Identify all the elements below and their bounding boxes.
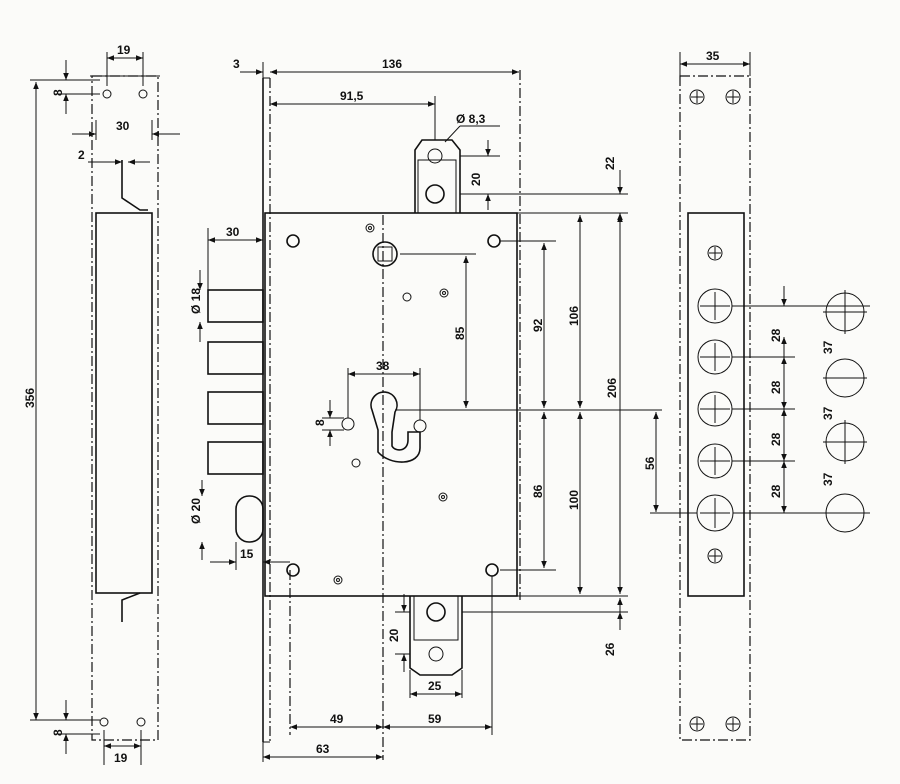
dim-latch-offset: 15: [240, 547, 254, 561]
dim-bolt-spacing-2: 28: [769, 380, 783, 394]
dim-left-width-bottom: 19: [114, 751, 128, 765]
dim-backset: 63: [316, 742, 330, 756]
dim-spindle-offset: 91,5: [340, 89, 364, 103]
dim-bolt-diameter: Ø 18: [189, 288, 203, 314]
case-mount-hole-bl: [286, 563, 300, 577]
strike-plate-view: 35 28 28 28 28: [679, 49, 870, 741]
plate-hole-top-right: [138, 89, 148, 99]
top-bracket-hole-upper: [427, 148, 443, 164]
dim-hole-dia-3: 37: [821, 472, 835, 486]
dim-left-total-height: 356: [23, 388, 37, 408]
dim-lower-total: 100: [567, 490, 581, 510]
dim-upper-total: 106: [567, 306, 581, 326]
dim-bottom-a: 49: [330, 712, 344, 726]
case-mount-hole-br: [485, 563, 499, 577]
plate-hole-top-left: [102, 89, 112, 99]
dim-bolt-spacing-3: 28: [769, 432, 783, 446]
strike-plate-outline: [679, 75, 751, 741]
left-plate-outline: [91, 75, 159, 741]
dim-hole-to-spindle: 85: [453, 326, 467, 340]
dim-bottom-bracket-height: 20: [387, 628, 401, 642]
bolt-2: [207, 341, 264, 375]
left-plate-bottom-tab: [121, 592, 141, 622]
dim-hole-dia-2: 37: [821, 406, 835, 420]
dim-top-gap: 22: [603, 156, 617, 170]
left-plate-view: 19 8 30 2 356 8 19: [23, 43, 180, 765]
dim-left-hole-top: 8: [51, 89, 65, 96]
latch-bolt: [235, 495, 264, 543]
dim-left-width-top: 19: [117, 43, 131, 57]
bottom-bracket-hole-upper: [426, 602, 446, 622]
lock-case: [264, 212, 518, 597]
left-plate-top-tab: [121, 160, 148, 211]
dim-upper-hole-spacing: 92: [531, 318, 545, 332]
lock-body-view: 3 136 91,5 Ø 8,3 20 22 30 Ø 18 85 92: [189, 57, 662, 762]
case-mount-hole-tl: [286, 234, 300, 248]
dim-bolt-length: 30: [226, 225, 240, 239]
bottom-bracket: [409, 596, 463, 676]
left-plate-body: [95, 212, 153, 594]
dim-faceplate-thickness: 3: [233, 57, 240, 71]
strike-plate-body: [687, 212, 745, 597]
bottom-bracket-hole-lower: [428, 646, 444, 662]
bolt-3: [207, 391, 264, 425]
plate-hole-bottom-right: [136, 717, 146, 727]
dim-overall-depth: 136: [382, 57, 402, 71]
top-bracket-hole-lower: [425, 184, 445, 204]
dim-keyhole-width: 38: [376, 359, 390, 373]
dim-bracket-width: 25: [428, 679, 442, 693]
dim-left-tab-offset: 2: [78, 148, 85, 162]
spindle-hole: [372, 241, 398, 267]
dim-hole-diameter: Ø 8,3: [456, 112, 486, 126]
dim-case-height: 206: [605, 378, 619, 398]
dim-hole-dia-1: 37: [821, 340, 835, 354]
dim-bolt-spacing-1: 28: [769, 328, 783, 342]
dim-keyhole-offset: 8: [313, 419, 327, 426]
plate-hole-bottom-left: [99, 717, 109, 727]
top-bracket: [414, 139, 461, 213]
dim-bottom-b: 59: [428, 712, 442, 726]
dim-top-bracket-height: 20: [469, 172, 483, 186]
case-mount-hole-tr: [487, 234, 501, 248]
dim-latch-diameter: Ø 20: [189, 498, 203, 524]
dim-bottom-gap: 26: [603, 642, 617, 656]
bolt-1: [207, 289, 264, 323]
dim-left-hole-bottom: 8: [51, 729, 65, 736]
bolt-4: [207, 441, 264, 475]
dim-lower-hole-spacing: 86: [531, 484, 545, 498]
dim-bolt-spacing-4: 28: [769, 484, 783, 498]
dim-left-body-width: 30: [116, 119, 130, 133]
dim-strike-width: 35: [706, 49, 720, 63]
keyhole: [370, 391, 421, 463]
dim-keyhole-to-bolt: 56: [643, 456, 657, 470]
